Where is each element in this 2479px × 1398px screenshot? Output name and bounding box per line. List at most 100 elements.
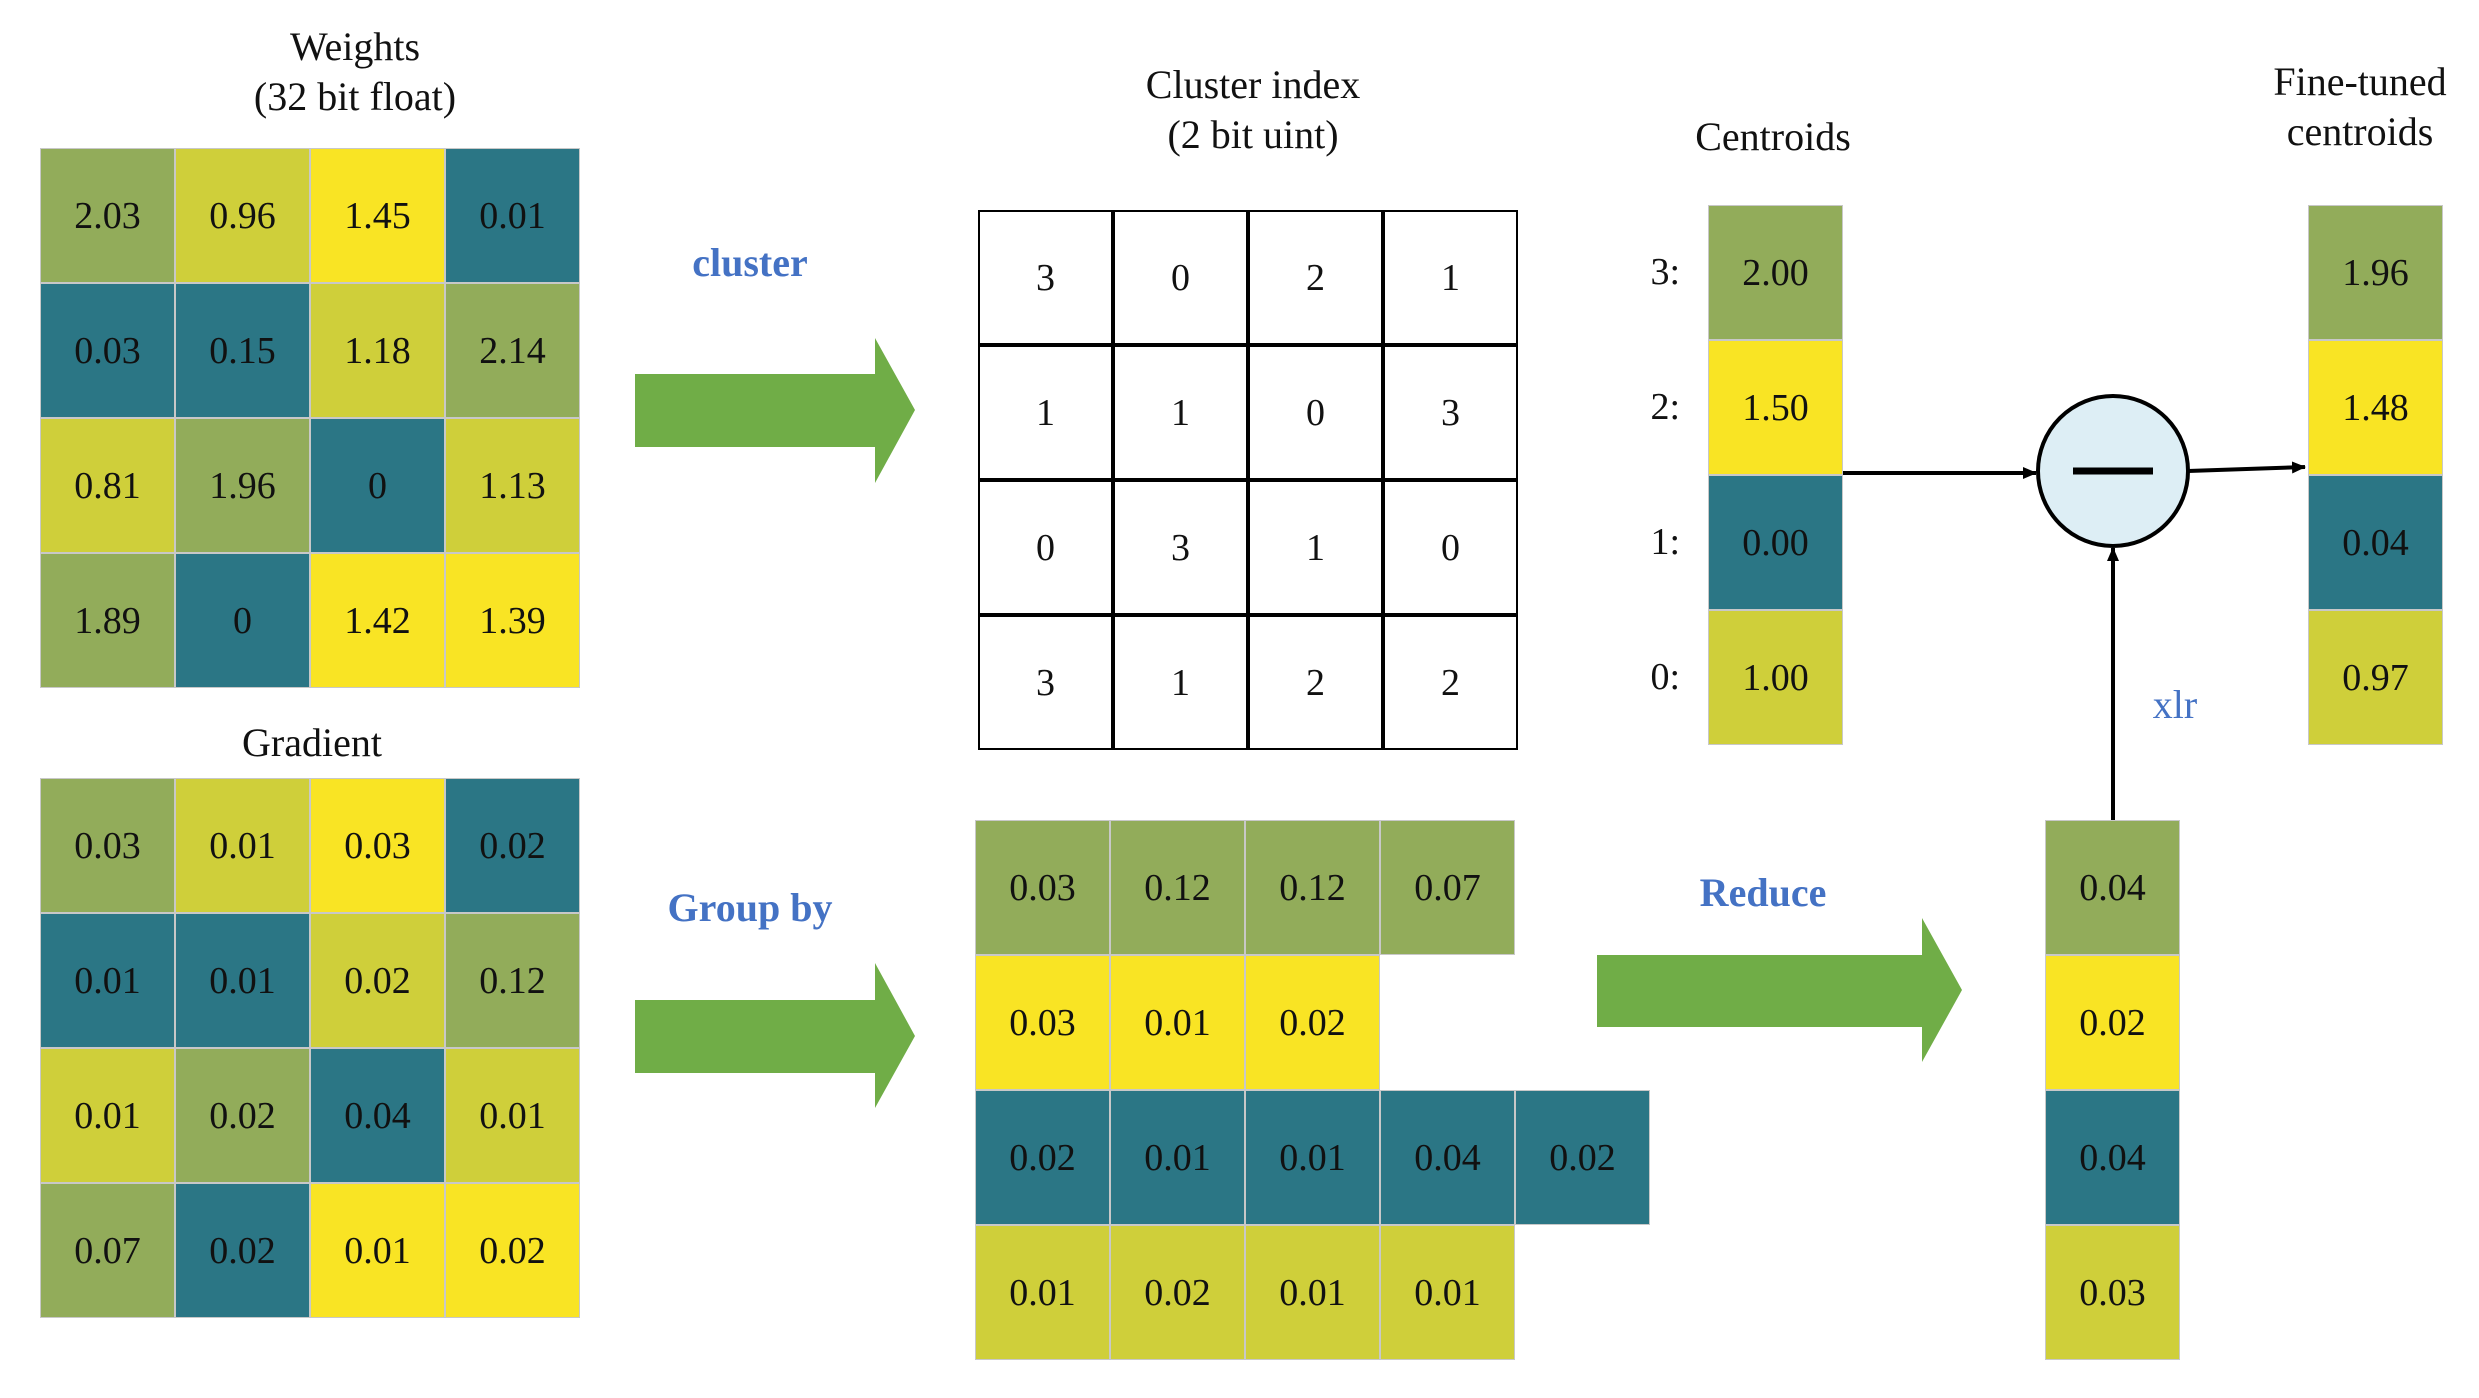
grouped-cell: 0.01 <box>1380 1225 1515 1360</box>
weight-cell: 0.96 <box>175 148 310 283</box>
weights-title-line2: (32 bit float) <box>253 74 457 119</box>
grouped-cell: 0.01 <box>1110 1090 1245 1225</box>
weight-cell: 0.15 <box>175 283 310 418</box>
reduce-arrow-label: Reduce <box>1699 870 1827 915</box>
gradient-cell: 0.01 <box>445 1048 580 1183</box>
cluster-index-cell: 1 <box>1383 210 1518 345</box>
reduced-cell: 0.02 <box>2045 955 2180 1090</box>
grouped-cell: 0.01 <box>1245 1225 1380 1360</box>
cluster-index-cell: 1 <box>1113 345 1248 480</box>
centroid-row-label: 3: <box>1650 251 1680 293</box>
grouped-cell: 0.02 <box>975 1090 1110 1225</box>
weight-cell: 1.18 <box>310 283 445 418</box>
xlr-label: xlr <box>2152 682 2198 727</box>
centroid-cell: 2.00 <box>1708 205 1843 340</box>
grouped-cell: 0.04 <box>1380 1090 1515 1225</box>
fine-tuned-cell: 1.96 <box>2308 205 2443 340</box>
fine-tuned-cell: 0.97 <box>2308 610 2443 745</box>
cluster-index-title: Cluster index (2 bit uint) <box>1146 60 1360 160</box>
gradient-cell: 0.01 <box>40 913 175 1048</box>
cluster-index-cell: 2 <box>1248 615 1383 750</box>
gradient-cell: 0.07 <box>40 1183 175 1318</box>
gradient-cell: 0.03 <box>310 778 445 913</box>
cluster-arrow <box>635 338 915 483</box>
grouped-cell: 0.03 <box>975 955 1110 1090</box>
gradient-cell: 0.02 <box>445 1183 580 1318</box>
weight-cell: 1.42 <box>310 553 445 688</box>
gradient-cell: 0.03 <box>40 778 175 913</box>
gradient-cell: 0.12 <box>445 913 580 1048</box>
centroid-cell: 1.00 <box>1708 610 1843 745</box>
gradient-cell: 0.02 <box>175 1183 310 1318</box>
weight-cell: 1.39 <box>445 553 580 688</box>
cluster-index-cell: 3 <box>1383 345 1518 480</box>
gradient-cell: 0.01 <box>175 778 310 913</box>
centroid-cell: 1.50 <box>1708 340 1843 475</box>
weight-cell: 0.01 <box>445 148 580 283</box>
grouped-cell: 0.12 <box>1110 820 1245 955</box>
gradient-cell: 0.04 <box>310 1048 445 1183</box>
gradient-cell: 0.01 <box>310 1183 445 1318</box>
cluster-index-cell: 3 <box>978 210 1113 345</box>
cluster-index-cell: 1 <box>1248 480 1383 615</box>
cluster-index-cell: 0 <box>1113 210 1248 345</box>
weight-cell: 0 <box>175 553 310 688</box>
reduce-arrow <box>1597 918 1962 1062</box>
weight-cell: 0 <box>310 418 445 553</box>
weight-cell: 1.96 <box>175 418 310 553</box>
cluster-index-cell: 1 <box>1113 615 1248 750</box>
grouped-cell: 0.12 <box>1245 820 1380 955</box>
weight-cell: 1.89 <box>40 553 175 688</box>
gradient-title: Gradient <box>242 720 382 765</box>
grouped-cell: 0.02 <box>1515 1090 1650 1225</box>
grouped-cell: 0.02 <box>1110 1225 1245 1360</box>
group-by-arrow-label: Group by <box>667 885 833 930</box>
cluster-index-cell: 2 <box>1383 615 1518 750</box>
weight-cell: 2.03 <box>40 148 175 283</box>
cluster-index-title-line1: Cluster index <box>1145 62 1361 107</box>
minus-to-fine-tuned-arrow <box>2187 461 2306 474</box>
grouped-cell: 0.01 <box>1245 1090 1380 1225</box>
cluster-index-cell: 1 <box>978 345 1113 480</box>
cluster-index-cell: 3 <box>1113 480 1248 615</box>
gradient-cell: 0.01 <box>40 1048 175 1183</box>
cluster-index-cell: 0 <box>978 480 1113 615</box>
centroid-row-label: 2: <box>1650 386 1680 428</box>
fine-tuned-title: Fine-tuned centroids <box>2273 57 2446 157</box>
grouped-cell: 0.01 <box>1110 955 1245 1090</box>
weight-cell: 1.45 <box>310 148 445 283</box>
reduced-cell: 0.04 <box>2045 820 2180 955</box>
weights-title: Weights (32 bit float) <box>254 22 456 122</box>
fine-tuned-title-line2: centroids <box>2286 109 2434 154</box>
group-by-arrow <box>635 963 915 1108</box>
gradient-cell: 0.01 <box>175 913 310 1048</box>
gradient-cell: 0.02 <box>175 1048 310 1183</box>
grouped-cell: 0.07 <box>1380 820 1515 955</box>
cluster-index-cell: 3 <box>978 615 1113 750</box>
fine-tuned-cell: 1.48 <box>2308 340 2443 475</box>
centroid-cell: 0.00 <box>1708 475 1843 610</box>
cluster-index-cell: 2 <box>1248 210 1383 345</box>
weights-title-line1: Weights <box>289 24 421 69</box>
weight-cell: 0.03 <box>40 283 175 418</box>
grouped-cell: 0.02 <box>1245 955 1380 1090</box>
reduced-cell: 0.03 <box>2045 1225 2180 1360</box>
cluster-index-cell: 0 <box>1383 480 1518 615</box>
fine-tuned-title-line1: Fine-tuned <box>2273 59 2447 104</box>
weight-cell: 0.81 <box>40 418 175 553</box>
cluster-index-cell: 0 <box>1248 345 1383 480</box>
cluster-arrow-label: cluster <box>692 240 808 285</box>
weight-cell: 1.13 <box>445 418 580 553</box>
weight-cell: 2.14 <box>445 283 580 418</box>
